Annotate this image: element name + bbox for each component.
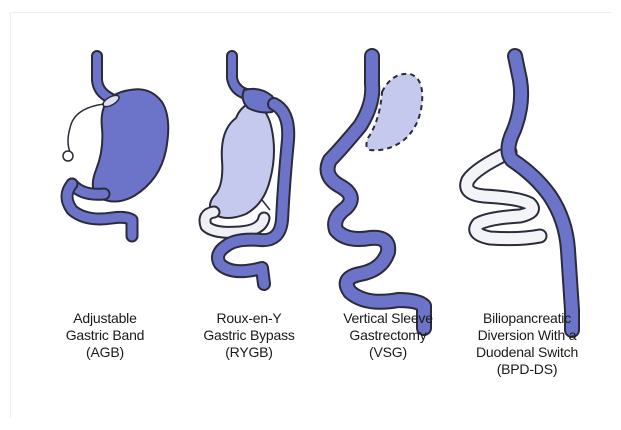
agb-port [63,151,73,161]
caption-rygb-line-1: Roux-en-Y [174,310,324,327]
agb-illustration [63,56,168,236]
caption-vsg-line-3: (VSG) [313,344,463,361]
vsg-illustration [328,56,424,328]
caption-agb-line-1: Adjustable [30,310,180,327]
caption-rygb: Roux-en-Y Gastric Bypass (RYGB) [174,310,324,361]
caption-rygb-line-3: (RYGB) [174,344,324,361]
caption-bpd-ds-line-1: Biliopancreatic [452,310,602,327]
caption-bpd-ds: Biliopancreatic Diversion With a Duodena… [452,310,602,378]
caption-vsg: Vertical Sleeve Gastrectomy (VSG) [313,310,463,361]
rygb-remnant-stomach [210,103,274,218]
caption-agb-line-2: Gastric Band [30,327,180,344]
caption-rygb-line-2: Gastric Bypass [174,327,324,344]
caption-vsg-line-1: Vertical Sleeve [313,310,463,327]
rygb-illustration [205,56,288,284]
caption-agb-line-3: (AGB) [30,344,180,361]
caption-bpd-ds-line-3: Duodenal Switch [452,344,602,361]
caption-agb: Adjustable Gastric Band (AGB) [30,310,180,361]
bpd-ds-illustration [467,56,572,330]
caption-bpd-ds-line-2: Diversion With a [452,327,602,344]
caption-bpd-ds-line-4: (BPD-DS) [452,361,602,378]
caption-vsg-line-2: Gastrectomy [313,327,463,344]
